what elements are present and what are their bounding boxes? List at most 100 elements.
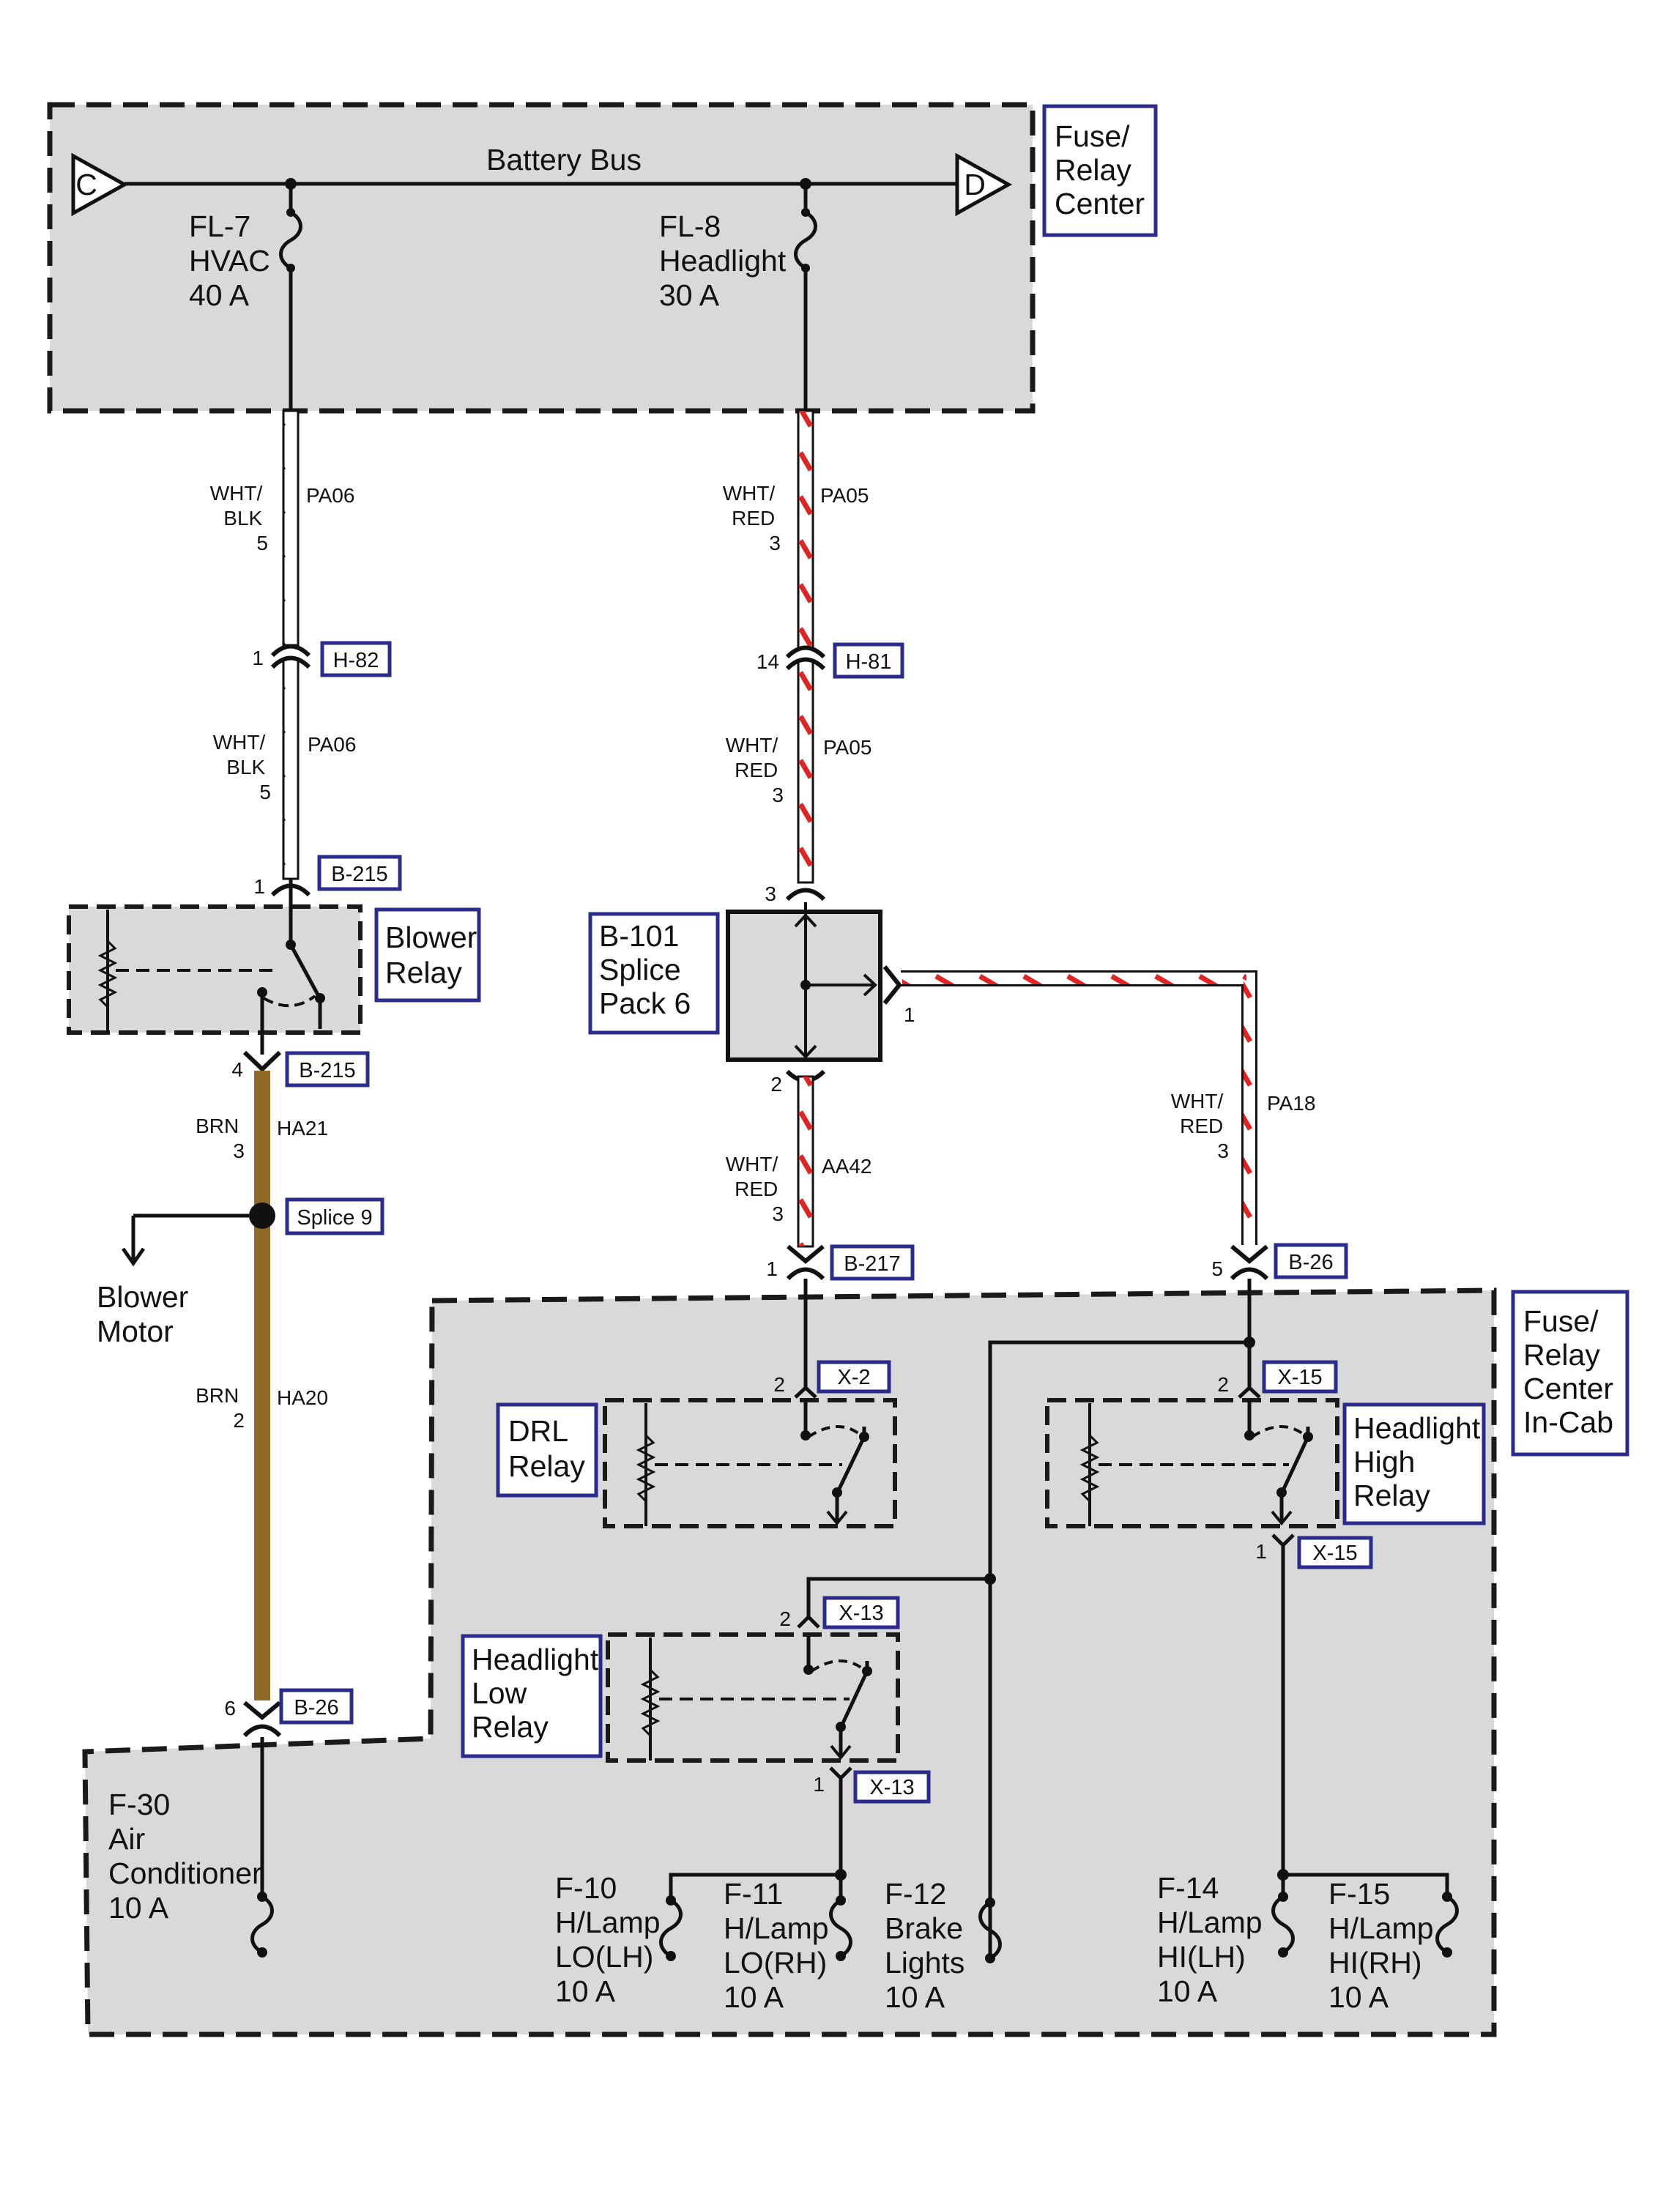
svg-text:Fuse/ Relay Center: Fuse/ Relay Center <box>1055 119 1145 220</box>
svg-text:1: 1 <box>904 1003 915 1026</box>
splice-pack-title: B-101 Splice Pack 6 <box>588 912 720 1035</box>
svg-text:DRL Relay: DRL Relay <box>508 1414 585 1483</box>
splice-pack: 3 1 2 <box>726 882 915 1096</box>
aa42-color: WHT/ RED 3 <box>726 1153 784 1225</box>
top-module-title: Fuse/ Relay Center <box>1042 104 1158 237</box>
c-terminal-label: C <box>75 168 97 201</box>
fuse-f11-icon <box>829 1895 852 1961</box>
svg-text:H-82: H-82 <box>333 649 379 672</box>
b26-left-connector: 6 B-26 <box>224 1688 354 1738</box>
blower-relay <box>67 901 363 1055</box>
aa42-circuit: AA42 <box>822 1155 872 1178</box>
b215-top-connector: 1 B-215 <box>253 855 402 901</box>
svg-text:14: 14 <box>757 650 779 673</box>
incab-module-title: Fuse/ Relay Center In-Cab <box>1511 1290 1629 1457</box>
ha20-color: BRN 2 <box>196 1384 245 1432</box>
fuse-f15-icon <box>1435 1892 1459 1958</box>
pa06-upper-circuit: PA06 <box>306 484 354 507</box>
b215-bottom-connector: 4 B-215 <box>231 1050 370 1088</box>
fuse-f11-label: F-11 H/Lamp LO(RH) 10 A <box>724 1877 837 2014</box>
svg-text:X-13: X-13 <box>869 1776 914 1799</box>
fuse-f15-label: F-15 H/Lamp HI(RH) 10 A <box>1328 1877 1442 2014</box>
ha20-circuit: HA20 <box>277 1386 328 1409</box>
svg-text:B-215: B-215 <box>331 863 387 886</box>
pa05-lower-color: WHT/ RED 3 <box>726 734 784 806</box>
svg-text:H-81: H-81 <box>846 650 892 674</box>
headlight-high-relay <box>1045 1398 1339 1528</box>
blower-relay-title: Blower Relay <box>374 907 486 1003</box>
svg-text:1: 1 <box>766 1257 778 1280</box>
pa05-lower-circuit: PA05 <box>823 736 871 759</box>
fuse-f10-icon <box>659 1895 683 1961</box>
battery-bus-label: Battery Bus <box>486 143 642 176</box>
svg-text:X-15: X-15 <box>1312 1542 1357 1565</box>
pa06-lower-color: WHT/ BLK 5 <box>213 731 271 803</box>
fuse-f14-icon <box>1271 1892 1295 1958</box>
svg-text:B-101 Splice Pack: B-101 Splice Pack 6 <box>599 919 691 1020</box>
fuse-f12-label: F-12 Brake Lights 10 A <box>885 1877 973 2014</box>
wire-aa42 <box>797 1075 814 1248</box>
x13-bottom-connector: 1 X-13 <box>813 1766 931 1804</box>
drl-relay <box>603 1398 897 1528</box>
pa18-circuit: PA18 <box>1267 1092 1315 1115</box>
blower-motor-label: Blower Motor <box>97 1280 197 1348</box>
x13-top-connector: 2 X-13 <box>779 1596 900 1630</box>
pa18-color: WHT/ RED 3 <box>1171 1090 1229 1162</box>
top-fuse-relay-center: Battery Bus C D FL-7 HVAC 40 A FL-8 Head… <box>47 102 1036 414</box>
svg-text:3: 3 <box>765 882 776 905</box>
x15-top-connector: 2 X-15 <box>1217 1360 1338 1399</box>
headlight-high-relay-title: Headlight High Relay <box>1342 1402 1489 1525</box>
h81-connector: 14 H-81 <box>757 642 904 679</box>
svg-text:Headlight Low Rela: Headlight Low Relay <box>472 1643 607 1744</box>
svg-text:5: 5 <box>1211 1257 1223 1280</box>
fuse-f12-icon <box>978 1897 1002 1963</box>
svg-text:X-15: X-15 <box>1277 1366 1322 1389</box>
headlight-low-relay <box>606 1632 900 1763</box>
svg-text:1: 1 <box>1255 1540 1267 1563</box>
fuse-f30-icon <box>250 1892 274 1958</box>
pa05-upper-circuit: PA05 <box>820 484 869 507</box>
svg-text:X-13: X-13 <box>839 1602 883 1625</box>
svg-text:1: 1 <box>813 1773 825 1796</box>
d-terminal-label: D <box>964 168 986 201</box>
x15-bottom-connector: 1 X-15 <box>1255 1534 1373 1569</box>
svg-text:1: 1 <box>252 647 264 669</box>
x2-connector: 2 X-2 <box>773 1360 891 1399</box>
svg-text:1: 1 <box>253 875 265 898</box>
svg-text:Splice 9: Splice 9 <box>297 1206 372 1230</box>
h82-connector: 1 H-82 <box>252 641 392 677</box>
pa06-lower-circuit: PA06 <box>308 733 356 756</box>
d-terminal-icon <box>955 152 1013 217</box>
svg-text:2: 2 <box>779 1607 791 1630</box>
svg-text:2: 2 <box>773 1373 785 1396</box>
ha21-circuit: HA21 <box>277 1117 328 1140</box>
svg-text:X-2: X-2 <box>837 1366 870 1389</box>
pa06-upper-color: WHT/ BLK 5 <box>210 482 268 554</box>
wire-pa06 <box>282 409 300 880</box>
wire-pa05 <box>797 409 814 884</box>
svg-text:B-26: B-26 <box>294 1696 338 1720</box>
svg-text:B-26: B-26 <box>1288 1251 1333 1274</box>
headlight-low-relay-title: Headlight Low Relay <box>461 1634 607 1758</box>
fl7-fuse-icon <box>279 210 302 270</box>
fuse-f10-label: F-10 H/Lamp LO(LH) 10 A <box>555 1871 669 2008</box>
wire-pa18 <box>901 970 1257 1245</box>
wire-brown <box>254 1071 270 1700</box>
fl7-label: FL-7 HVAC 40 A <box>189 209 278 312</box>
splice9: Splice 9 <box>121 1197 384 1267</box>
svg-text:4: 4 <box>231 1058 243 1081</box>
drl-relay-title: DRL Relay <box>496 1402 598 1498</box>
svg-text:2: 2 <box>1217 1373 1229 1396</box>
fl8-label: FL-8 Headlight 30 A <box>659 209 795 312</box>
fuse-f14-label: F-14 H/Lamp HI(LH) 10 A <box>1157 1871 1271 2008</box>
svg-text:Headlight High Rel: Headlight High Relay <box>1353 1411 1489 1512</box>
b217-connector: 1 B-217 <box>766 1244 915 1281</box>
svg-text:B-215: B-215 <box>299 1059 355 1082</box>
svg-text:Fuse/ Relay Center: Fuse/ Relay Center In-Cab <box>1523 1304 1621 1439</box>
pa05-upper-color: WHT/ RED 3 <box>723 482 781 554</box>
svg-text:Blower Relay: Blower Relay <box>385 921 486 989</box>
top-module-box <box>47 102 1036 414</box>
incab-wiring <box>260 1279 1449 1955</box>
ha21-color: BRN 3 <box>196 1115 245 1162</box>
